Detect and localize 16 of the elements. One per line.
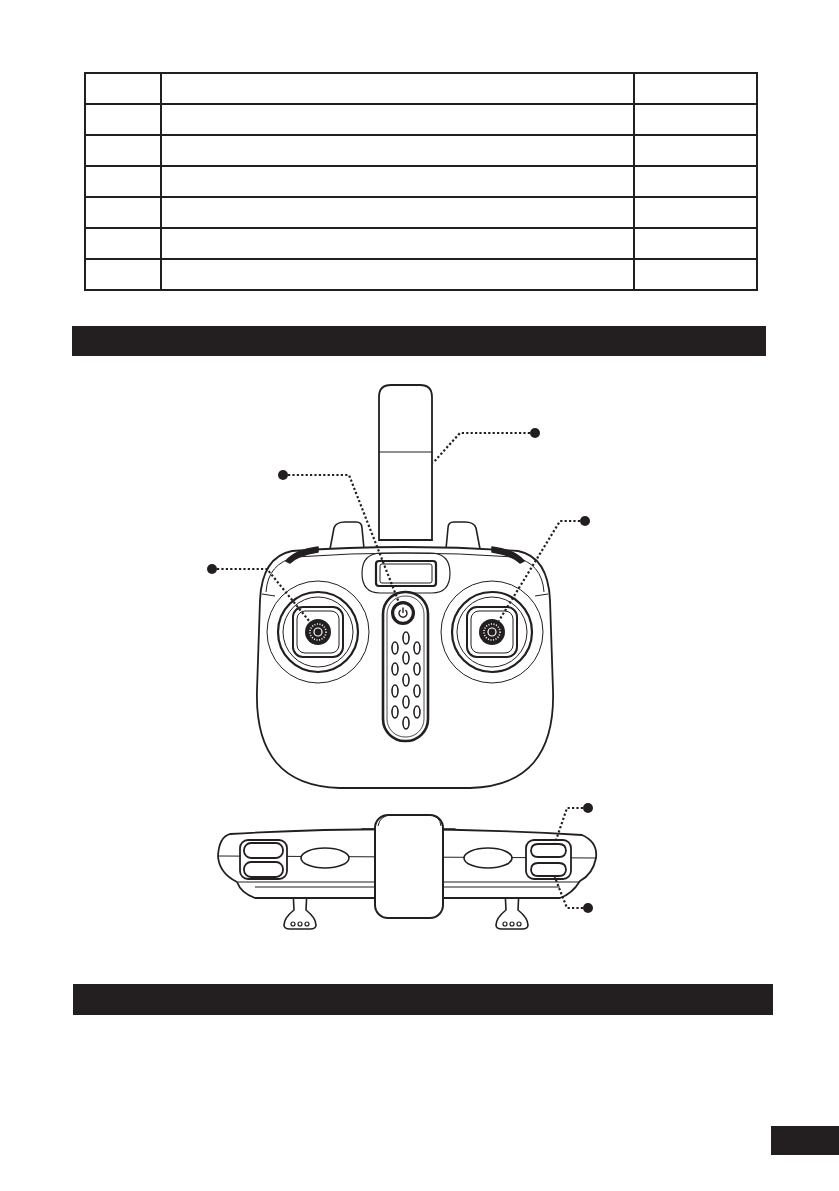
phone-holder	[378, 384, 433, 541]
shoulder-button	[530, 843, 567, 858]
leader-line	[288, 473, 400, 603]
callout-dot	[583, 903, 593, 913]
leader-line	[553, 876, 583, 910]
leader-line	[432, 431, 530, 464]
callout-dot	[583, 803, 593, 813]
leader-line	[217, 567, 311, 623]
callout-dot	[207, 564, 217, 574]
shoulder-button	[530, 862, 567, 877]
joystick-knob	[479, 619, 505, 645]
leader-line	[554, 806, 583, 844]
callout-dot	[580, 516, 590, 526]
callout-dot	[530, 428, 540, 438]
joystick-knob	[305, 619, 331, 645]
callout-dot	[278, 470, 288, 480]
